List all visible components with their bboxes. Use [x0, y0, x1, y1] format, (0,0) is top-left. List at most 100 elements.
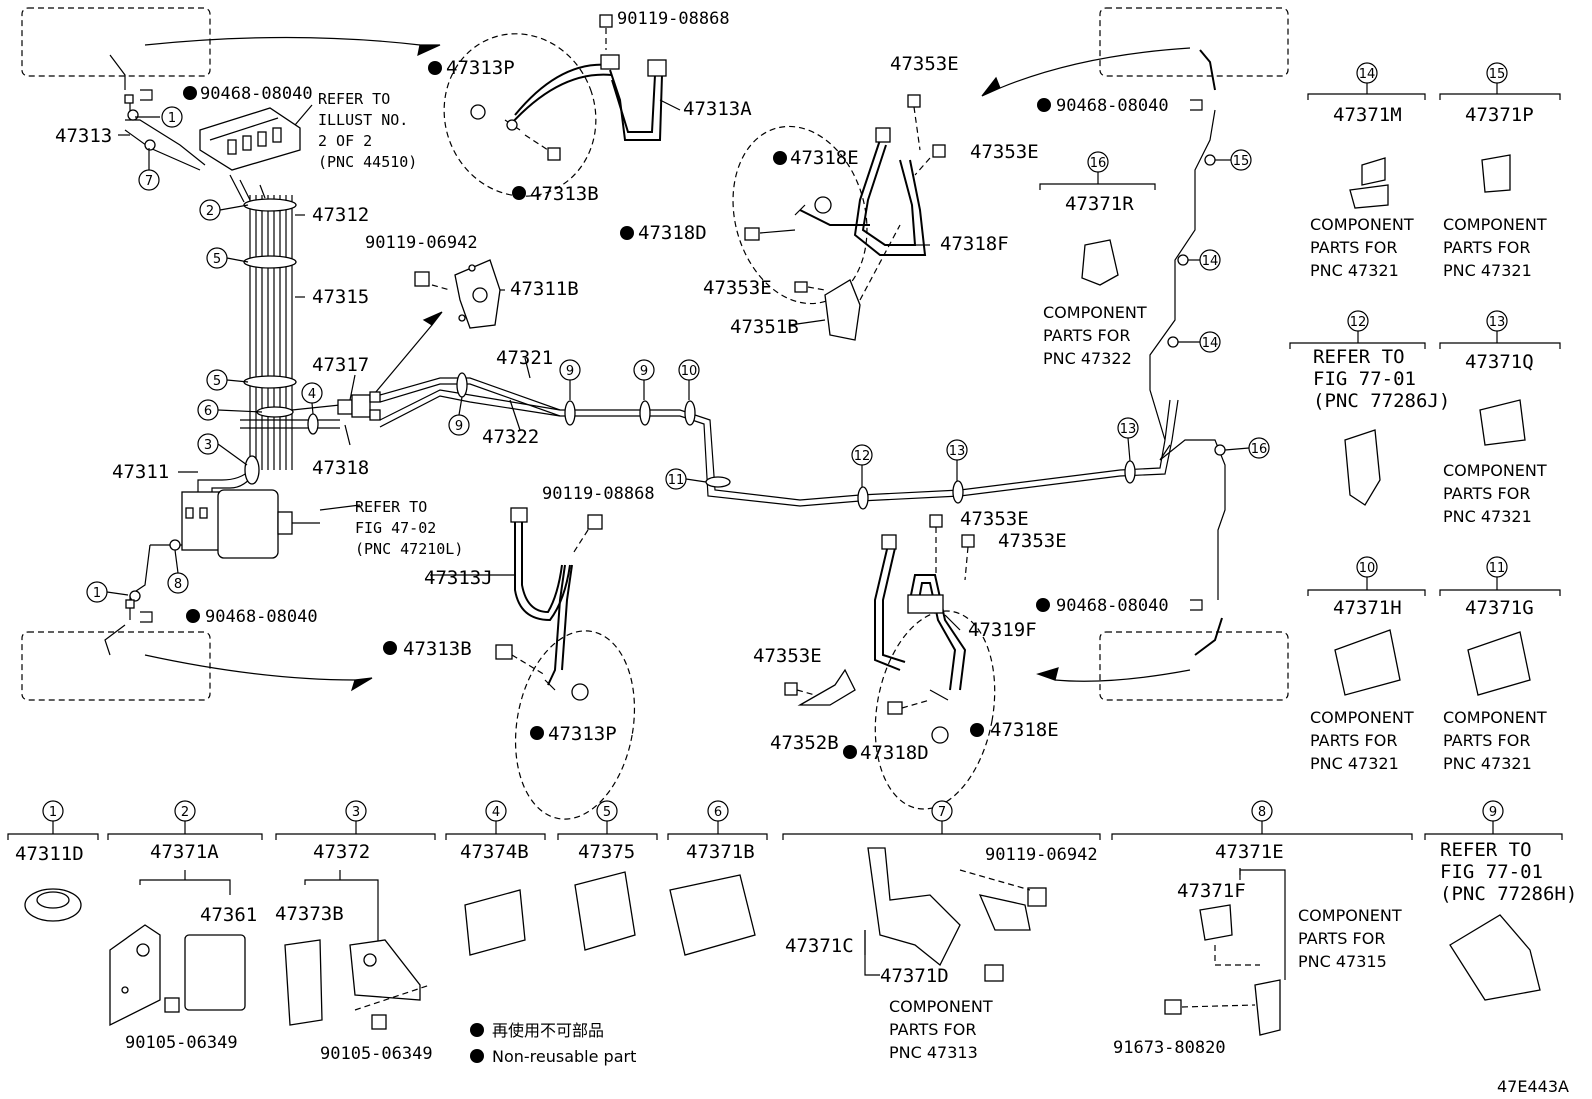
comp-47315-line3: PNC 47315 [1298, 952, 1387, 971]
part-labels: 4 7 3 13 90468-08040 REFER TO ILLUST NO. 2 … [15, 9, 1577, 1096]
callout-3: 3 [204, 438, 212, 453]
ref-illust-line4: (PNC 44510) [318, 153, 417, 171]
comp-47322-line3: PNC 47322 [1043, 349, 1132, 368]
callout-14: 14 [1202, 336, 1219, 351]
ref-fig4702-line2: FIG 47-02 [355, 519, 436, 537]
label-47353E-top2: 47353E [970, 141, 1039, 163]
master-cylinder [181, 489, 320, 559]
label-47311D: 47311D [15, 843, 84, 865]
hose-47318F-group [732, 94, 946, 341]
ref-fig4702-line1: REFER TO [355, 498, 427, 516]
comp-15-line2: PARTS FOR [1443, 238, 1530, 257]
label-47371G: 47371G [1465, 597, 1534, 619]
label-90105-b: 90105-06349 [320, 1044, 433, 1064]
hose-47319F-group [784, 514, 996, 810]
label-47371H: 47371H [1333, 597, 1402, 619]
figure-code: 47E443A [1497, 1077, 1569, 1096]
label-47318: 47318 [312, 457, 369, 479]
callout-6: 6 [204, 404, 212, 419]
callout-11: 11 [668, 473, 685, 488]
hose-47313A-group [443, 14, 667, 197]
label-47353E-bot1: 47353E [960, 508, 1029, 530]
label-47353E-bot2: 47353E [998, 530, 1067, 552]
callout-numbers: 1 7 2 5 5 4 6 3 8 1 9 9 10 9 11 12 13 13… [49, 67, 1505, 820]
ref-fig4702-line3: (PNC 47210L) [355, 540, 463, 558]
callout-13: 13 [949, 444, 966, 459]
callout-5: 5 [213, 252, 221, 267]
label-47371Q: 47371Q [1465, 351, 1534, 373]
comp-13-line1: COMPONENT [1443, 461, 1547, 480]
label-47313B-top: 47313B [530, 183, 599, 205]
comp-10-line1: COMPONENT [1310, 708, 1414, 727]
callout-9: 9 [566, 364, 574, 379]
label-90119-08868-b: 90119-08868 [542, 484, 655, 504]
hose-47313J-group [495, 507, 636, 820]
label-47313J: 47313J [424, 567, 493, 589]
flow-arrows [144, 36, 1191, 692]
label-90468-d: 90468-08040 [1056, 596, 1169, 616]
bracket-47311B [414, 259, 501, 329]
leader-lines [52, 83, 1498, 834]
label-47371F: 47371F [1177, 880, 1246, 902]
ref-illust-line2: ILLUST NO. [318, 111, 408, 129]
label-47318E-top: 47318E [790, 147, 859, 169]
label-90468-c: 90468-08040 [1056, 96, 1169, 116]
callout-7: 7 [145, 174, 153, 189]
left-fittings [124, 89, 1203, 623]
label-47313P-top: 47313P [446, 57, 515, 79]
label-47353E-bot3: 47353E [753, 645, 822, 667]
label-47313P-bot: 47313P [548, 723, 617, 745]
label-47371A: 47371A [150, 841, 219, 863]
label-47352B: 47352B [770, 732, 839, 754]
label-47319F: 47319F [968, 619, 1037, 641]
label-47371R: 47371R [1065, 193, 1134, 215]
callout-13b: 13 [1120, 422, 1137, 437]
ref-9-line1: REFER TO [1440, 839, 1532, 861]
label-47322: 47322 [482, 426, 539, 448]
callout-12: 12 [854, 449, 871, 464]
label-47372: 47372 [313, 841, 370, 863]
label-47318E-bot: 47318E [990, 719, 1059, 741]
callout-5b: 5 [213, 374, 221, 389]
abs-actuator-top [199, 107, 301, 171]
label-90468-b: 90468-08040 [205, 607, 318, 627]
label-47371B: 47371B [686, 841, 755, 863]
callout-12-header: 12 [1350, 315, 1367, 330]
legend-jp: 再使用不可部品 [492, 1021, 604, 1040]
comp-13-line3: PNC 47321 [1443, 507, 1532, 526]
label-47373B: 47373B [275, 903, 344, 925]
ref-9-line3: (PNC 77286H) [1440, 883, 1577, 905]
callout-2: 2 [206, 204, 214, 219]
label-47371C: 47371C [785, 935, 854, 957]
label-90119-06942-b: 90119-06942 [985, 845, 1098, 865]
callout-2-header: 2 [181, 805, 189, 820]
legend-en: Non-reusable part [492, 1047, 636, 1066]
comp-14-line3: PNC 47321 [1310, 261, 1399, 280]
callout-6-header: 6 [714, 805, 722, 820]
callout-14-header: 14 [1359, 67, 1376, 82]
bundle-rings [243, 198, 319, 485]
callout-15-header: 15 [1489, 67, 1506, 82]
comp-15-line3: PNC 47321 [1443, 261, 1532, 280]
callout-10: 10 [681, 364, 698, 379]
label-90119-08868-a: 90119-08868 [617, 9, 730, 29]
label-47321: 47321 [496, 347, 553, 369]
label-90105-a: 90105-06349 [125, 1033, 238, 1053]
non-reusable-markers [183, 61, 1051, 1063]
comp-47315-line2: PARTS FOR [1298, 929, 1385, 948]
callout-8-header: 8 [1258, 805, 1266, 820]
callout-5-header: 5 [603, 805, 611, 820]
callout-16-header: 16 [1090, 156, 1107, 171]
comp-10-line2: PARTS FOR [1310, 731, 1397, 750]
label-47311B: 47311B [510, 278, 579, 300]
callout-7-header: 7 [938, 805, 946, 820]
callout-10-header: 10 [1359, 561, 1376, 576]
ref-illust-line1: REFER TO [318, 90, 390, 108]
ref-illust-line3: 2 OF 2 [318, 132, 372, 150]
label-47318D-bot: 47318D [860, 742, 929, 764]
label-47353E-top3: 47353E [703, 277, 772, 299]
callout-4-header: 4 [492, 805, 500, 820]
comp-47313-line2: PARTS FOR [889, 1020, 976, 1039]
label-47361: 47361 [200, 904, 257, 926]
label-47318F: 47318F [940, 233, 1009, 255]
